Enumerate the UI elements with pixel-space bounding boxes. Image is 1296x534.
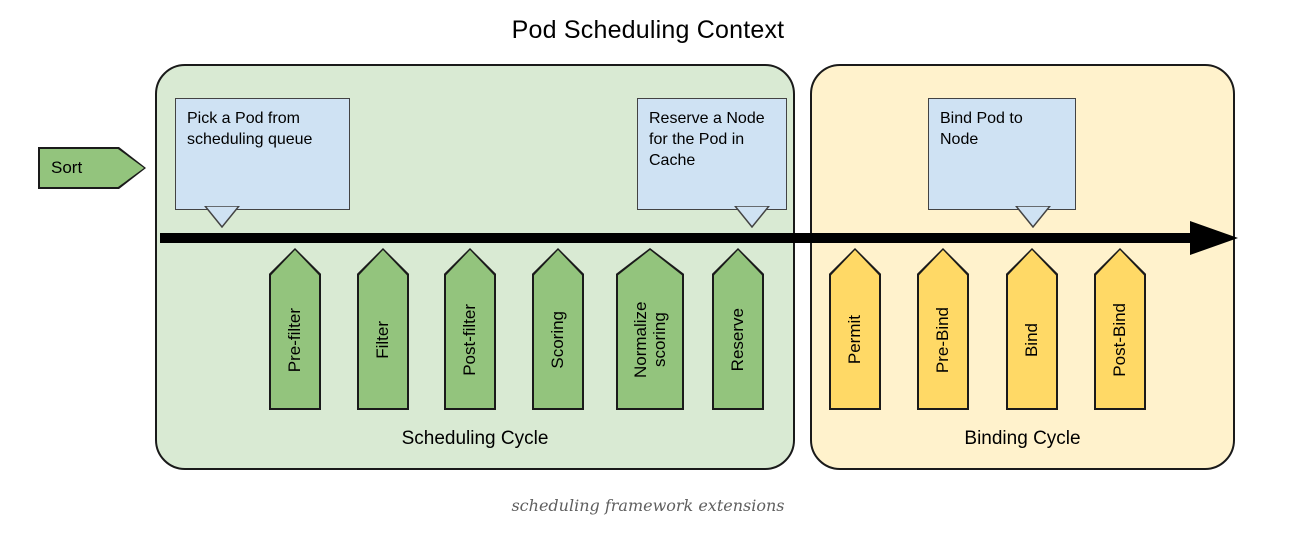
callout-pointer-icon: [203, 205, 241, 229]
stage-label: Reserve: [728, 308, 748, 372]
stage-label: Bind: [1022, 322, 1042, 358]
binding-cycle-label: Binding Cycle: [964, 428, 1081, 449]
callout-text: Reserve a Node for the Pod in Cache: [649, 110, 765, 170]
stage-post-filter: Post-filter: [444, 248, 496, 410]
callout-reserve-node: Reserve a Node for the Pod in Cache: [637, 98, 787, 229]
stage-bind: Bind: [1006, 248, 1058, 410]
stage-pre-bind: Pre-Bind: [917, 248, 969, 410]
timeline-arrowhead-icon: [1190, 221, 1238, 255]
callout-pointer-icon: [733, 205, 771, 229]
stage-sort: Sort: [38, 147, 146, 189]
stage-permit: Permit: [829, 248, 881, 410]
callout-pick-pod: Pick a Pod from scheduling queue: [175, 98, 350, 229]
stage-reserve: Reserve: [712, 248, 764, 410]
diagram-title: Pod Scheduling Context: [511, 16, 785, 44]
stage-pre-filter: Pre-filter: [269, 248, 321, 410]
stage-label: Pre-filter: [285, 307, 305, 373]
stage-label: Normalize scoring: [630, 301, 669, 379]
stage-label: Scoring: [548, 311, 568, 369]
timeline-arrow: [160, 233, 1192, 243]
callout-text: Bind Pod to Node: [940, 110, 1023, 149]
diagram-caption: scheduling framework extensions: [511, 496, 785, 515]
stage-label: Post-Bind: [1110, 303, 1130, 377]
stage-label: Post-filter: [460, 304, 480, 376]
scheduling-cycle-label: Scheduling Cycle: [401, 428, 549, 449]
stage-scoring: Scoring: [532, 248, 584, 410]
callout-bind-pod: Bind Pod to Node: [928, 98, 1076, 229]
stage-post-bind: Post-Bind: [1094, 248, 1146, 410]
stage-label: Permit: [845, 315, 865, 365]
stage-normalize-scoring: Normalize scoring: [616, 248, 684, 410]
callout-pointer-icon: [1014, 205, 1052, 229]
callout-text: Pick a Pod from scheduling queue: [187, 110, 313, 149]
sort-label: Sort: [51, 158, 83, 177]
stage-label: Filter: [373, 321, 393, 359]
stage-label: Pre-Bind: [933, 306, 953, 374]
stage-filter: Filter: [357, 248, 409, 410]
